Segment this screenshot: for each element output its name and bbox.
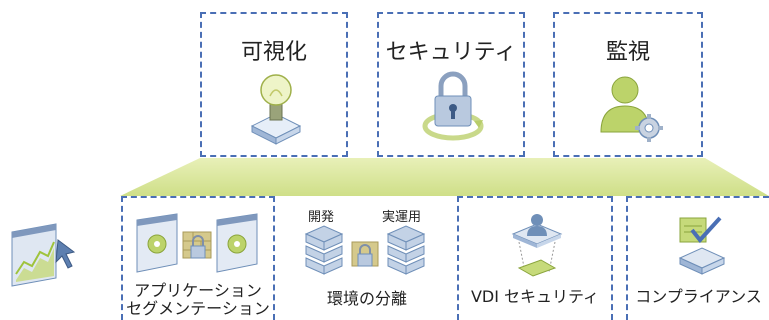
- pillar-security-box: セキュリティ: [377, 12, 525, 157]
- pillar-monitoring-title: 監視: [605, 40, 650, 65]
- feature-app-segmentation-label-2: セグメンテーション: [126, 299, 270, 318]
- feature-env-separation-label: 環境の分離: [326, 289, 407, 308]
- feature-env-separation-box: 開発 実運用 環境の分離: [290, 196, 444, 320]
- feature-vdi-security-box: VDI セキュリティ: [457, 196, 613, 320]
- pillar-security-title: セキュリティ: [385, 40, 517, 65]
- user-gear-icon: [600, 76, 663, 142]
- feature-compliance-box: コンプライアンス: [626, 196, 769, 320]
- compliance-check-icon: [678, 216, 726, 275]
- lightbulb-icon: [250, 74, 302, 145]
- env-prod-label: 実運用: [382, 210, 422, 225]
- pillar-visibility-box: 可視化: [200, 12, 348, 157]
- env-dev-label: 開発: [308, 210, 335, 225]
- vdi-user-icon: [511, 214, 563, 277]
- browser-chart-icon: [11, 223, 76, 287]
- feature-vdi-security-label: VDI セキュリティ: [470, 287, 600, 306]
- feature-app-segmentation-box: アプリケーション セグメンテーション: [121, 196, 275, 320]
- server-separation-icon: [304, 225, 426, 275]
- pillar-visibility-title: 可視化: [240, 40, 307, 65]
- padlock-icon: [422, 71, 484, 141]
- feature-compliance-label: コンプライアンス: [635, 287, 762, 306]
- pillar-monitoring-box: 監視: [553, 12, 703, 157]
- feature-app-segmentation-label-1: アプリケーション: [134, 281, 262, 300]
- app-firewall-icon: [136, 213, 258, 273]
